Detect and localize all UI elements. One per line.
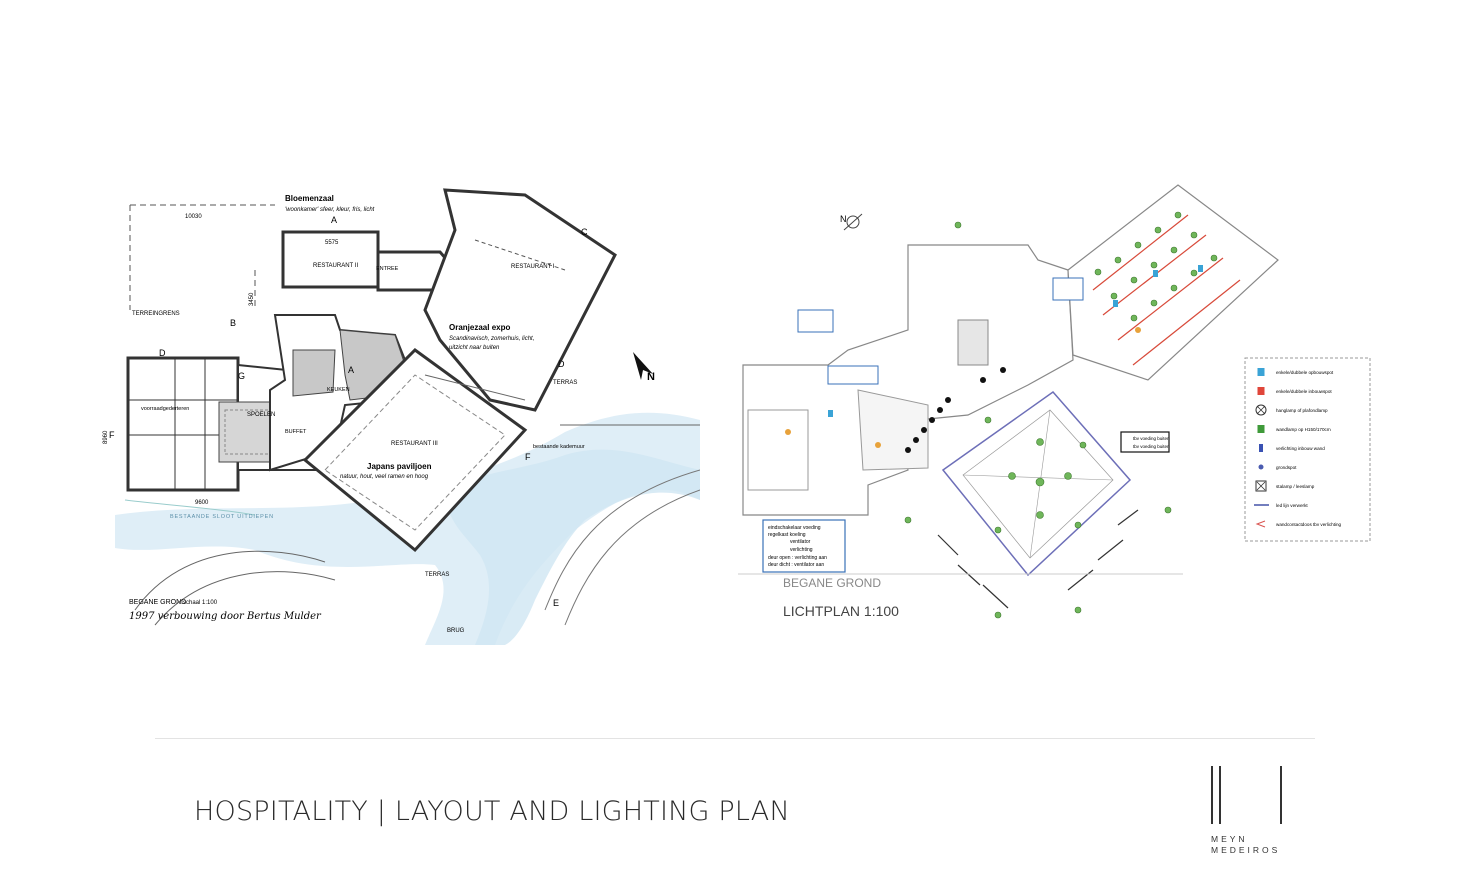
svg-text:A: A (348, 365, 354, 375)
ground-spot-icon (1258, 464, 1264, 470)
room-note-oranjezaal-2: uitzicht naar buiten (449, 345, 500, 351)
legend-item: wandcontactdoos tbv verlichting (1255, 520, 1342, 528)
wall-socket-icon (1255, 520, 1266, 528)
svg-text:C: C (581, 227, 588, 237)
dimension-label: 3450 (249, 292, 255, 306)
note-line: eindschakelaar voeding (768, 525, 821, 531)
north-arrow-icon: N (840, 213, 863, 231)
layout-caption-scale: schaal 1:100 (183, 600, 218, 606)
label-voorraad: voorraadgederteren (141, 406, 189, 412)
wall-recessed-icon (1259, 444, 1263, 452)
svg-text:E: E (553, 598, 559, 608)
page-title: HOSPITALITY | LAYOUT AND LIGHTING PLAN (194, 796, 790, 827)
legend-item: enkele/dubbele inbouwspot (1257, 387, 1332, 395)
room-label-spoelen: SPOELEN (247, 412, 275, 418)
footer-divider (155, 738, 1315, 739)
room-label-restaurant-ii: RESTAURANT II (313, 263, 358, 269)
room-note-bloemenzaal: 'woonkamer' sfeer, kleur, fris, licht (285, 207, 375, 213)
power-box: tbv voeding buiten tbv voeding buiten (1120, 431, 1170, 453)
dimension-label: 10030 (185, 214, 202, 220)
legend-item: wandlamp op H150/170cm (1257, 425, 1331, 433)
legend-label: wandlamp op H150/170cm (1276, 427, 1331, 432)
room-note-japans: natuur, hout, veel ramen en hoog (340, 474, 429, 480)
legend-item: stalamp / leeslamp (1255, 480, 1315, 492)
room-note-oranjezaal-1: Scandinavisch, zomerhuis, licht, (449, 336, 534, 342)
north-arrow-icon: N (633, 352, 655, 383)
note-line: deur dicht : ventilator aan (768, 562, 824, 568)
wall-lamp-icon (1257, 425, 1265, 433)
svg-text:G: G (238, 371, 245, 381)
legend-item: led lijn verwerkt (1254, 503, 1308, 508)
dimension-label: 5575 (325, 240, 339, 246)
room-label-buffet: BUFFET (285, 429, 307, 435)
lighting-caption-1: BEGANE GROND (783, 576, 881, 590)
lighting-plan: N eindschakelaar voeding regelkast koeli… (728, 170, 1378, 655)
room-label-restaurant-i: RESTAURANT I (511, 264, 555, 270)
room-label-restaurant-iii: RESTAURANT III (391, 441, 438, 447)
legend-label: enkele/dubbele opbouwspot (1276, 370, 1334, 375)
room-label-keuken: KEUKEN (327, 387, 350, 393)
lighting-legend: enkele/dubbele opbouwspot enkele/dubbele … (1244, 357, 1371, 542)
logo-bar (1219, 766, 1221, 824)
label-terras-1: TERRAS (553, 380, 577, 386)
north-label: N (840, 214, 847, 224)
svg-text:B: B (230, 318, 236, 328)
legend-label: grondspot (1276, 465, 1297, 470)
label-terras-2: TERRAS (425, 572, 449, 578)
room-label-japans: Japans paviljoen (367, 462, 432, 471)
layout-caption-author: 1997 verbouwing door Bertus Mulder (129, 611, 322, 622)
legend-item: hanglamp of plafondlamp (1255, 404, 1328, 416)
room-label-bloemenzaal: Bloemenzaal (285, 194, 334, 203)
logo-text-line1: MEYN (1211, 834, 1248, 844)
label-brug: BRUG (447, 628, 465, 634)
logo-text-line2: MEDEIROS (1211, 845, 1281, 855)
legend-item: verlichting inbouw wand (1259, 444, 1325, 452)
legend-label: hanglamp of plafondlamp (1276, 408, 1328, 413)
brand-logo: MEYN MEDEIROS (1205, 766, 1289, 858)
floor-lamp-icon (1255, 480, 1267, 492)
lighting-caption-2: LICHTPLAN 1:100 (783, 603, 899, 619)
note-line: ventilator (790, 539, 811, 545)
lighting-plan-drawing: N eindschakelaar voeding regelkast koeli… (738, 184, 1371, 619)
label-kademuur: bestaande kademuur (533, 444, 585, 450)
spot-recessed-icon (1257, 387, 1265, 395)
layout-plan-drawing: A A B C D D G F F E 10030 5575 9600 8960… (103, 188, 700, 645)
logo-bar (1211, 766, 1213, 824)
note-line: verlichting (790, 547, 813, 553)
legend-label: enkele/dubbele inbouwspot (1276, 389, 1332, 394)
note-line: deur open : verlichting aan (768, 555, 827, 561)
label-terreingrens: TERREINGRENS (132, 311, 180, 317)
note-line: regelkast koeling (768, 532, 806, 538)
legend-item: grondspot (1258, 464, 1297, 470)
svg-text:D: D (159, 348, 166, 358)
svg-text:F: F (109, 430, 115, 440)
svg-text:F: F (525, 452, 531, 462)
note-box-coolroom: eindschakelaar voeding regelkast koeling… (762, 519, 846, 573)
power-box-line: tbv voeding buiten (1133, 436, 1170, 441)
label-sloot: BESTAANDE SLOOT UITDIEPEN (170, 514, 274, 520)
north-label: N (647, 371, 655, 383)
svg-text:A: A (331, 215, 337, 225)
room-label-oranjezaal: Oranjezaal expo (449, 323, 510, 332)
power-box-line: tbv voeding buiten (1133, 444, 1170, 449)
legend-item: enkele/dubbele opbouwspot (1257, 368, 1334, 376)
legend-label: stalamp / leeslamp (1276, 484, 1315, 489)
room-label-entree: ENTREE (376, 266, 399, 272)
pendant-icon (1255, 404, 1267, 416)
dimension-label: 8960 (103, 430, 109, 444)
spot-surface-icon (1257, 368, 1265, 376)
legend-label: verlichting inbouw wand (1276, 446, 1325, 451)
dimension-label: 9600 (195, 500, 209, 506)
svg-text:D: D (558, 359, 565, 369)
layout-caption-title: BEGANE GROND (129, 599, 186, 606)
logo-bar (1280, 766, 1282, 824)
layout-plan: A A B C D D G F F E 10030 5575 9600 8960… (95, 170, 700, 645)
legend-label: wandcontactdoos tbv verlichting (1276, 522, 1342, 527)
legend-label: led lijn verwerkt (1276, 503, 1308, 508)
